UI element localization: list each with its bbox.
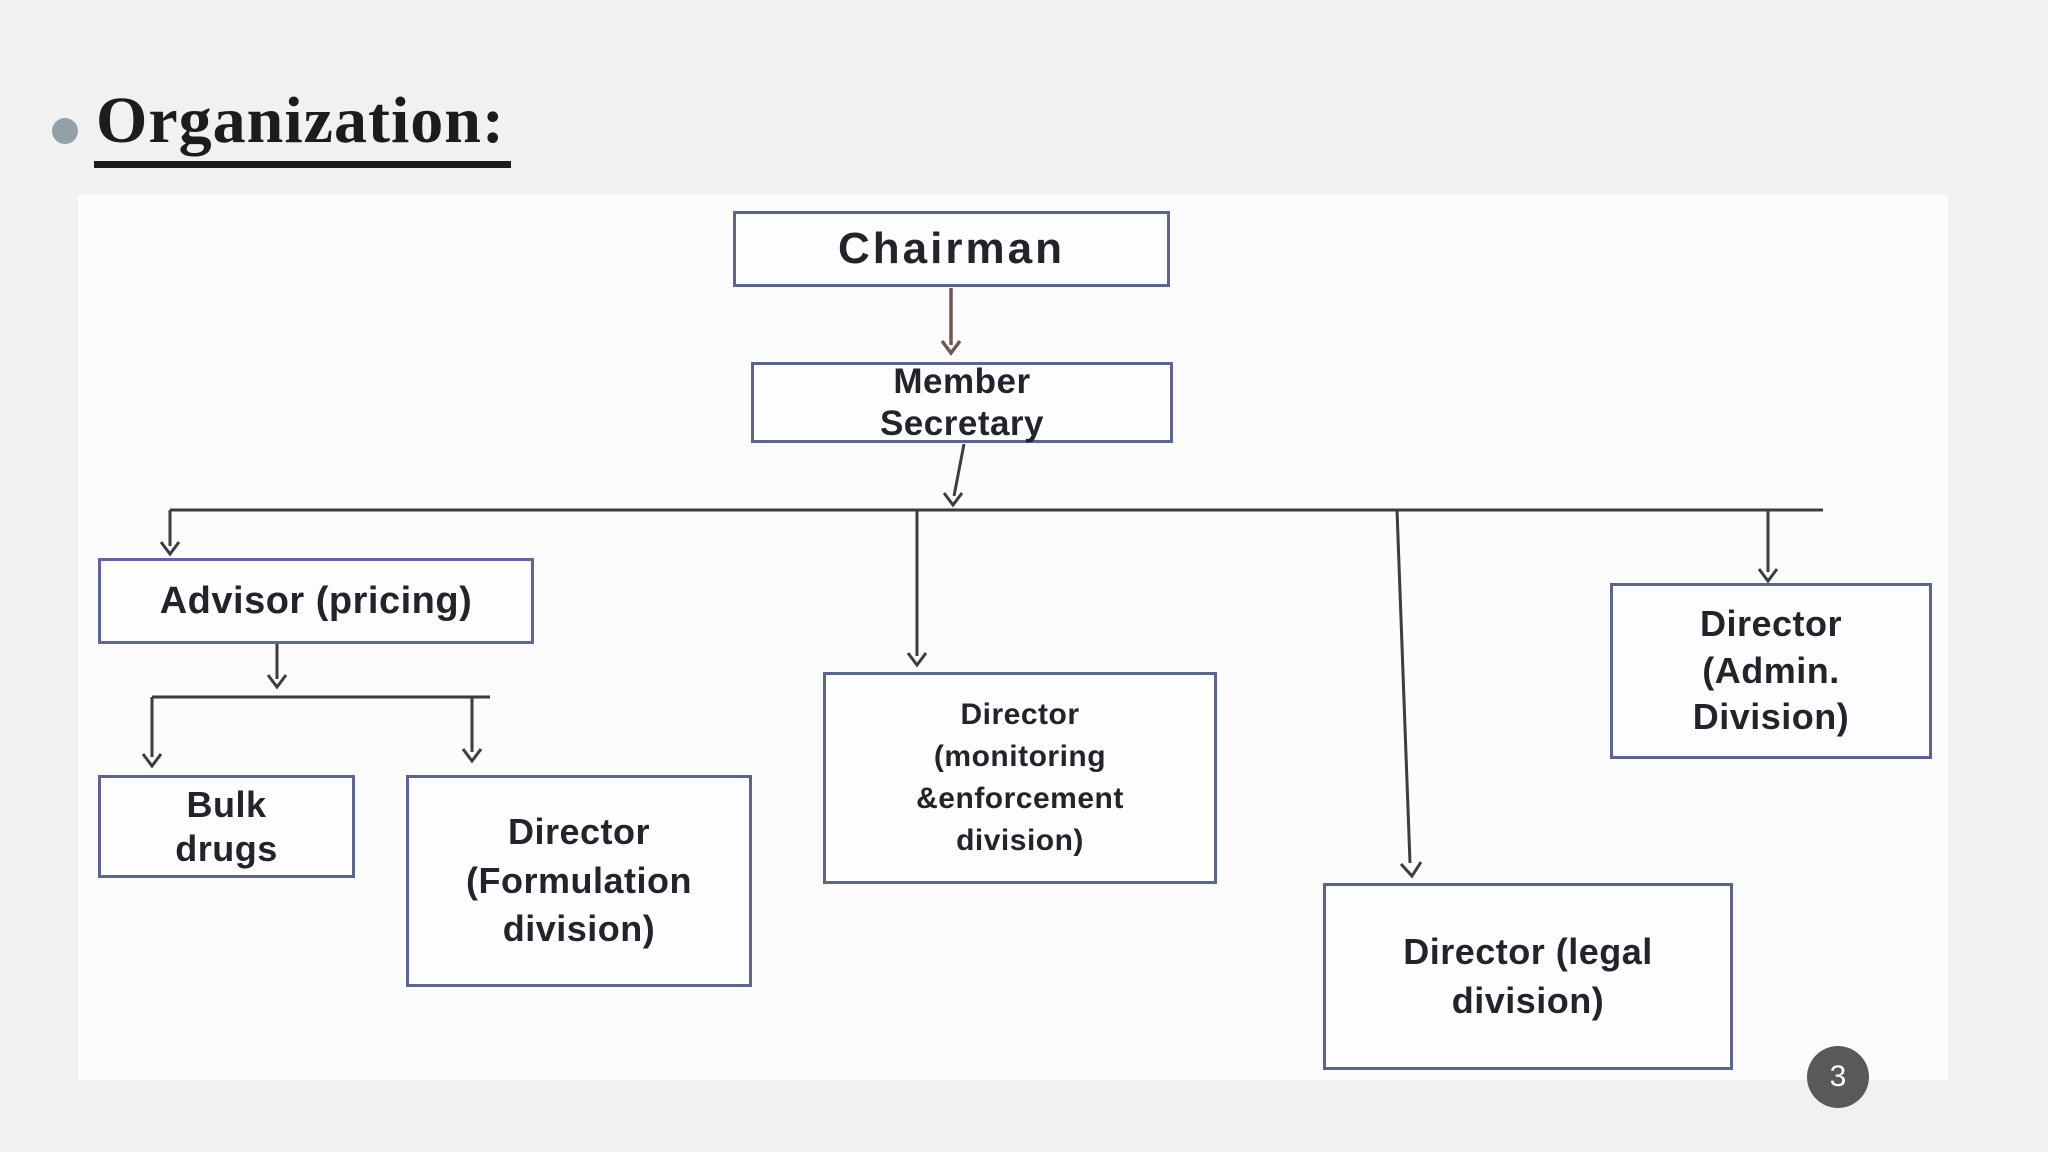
- connector-chairman-member: [940, 288, 962, 356]
- connector-hline-admin: [1757, 510, 1779, 584]
- node-director-legal: Director (legal division): [1323, 883, 1733, 1070]
- org-chart-canvas: Chairman Member Secretary Advisor (prici…: [78, 195, 1948, 1080]
- node-member-secretary: Member Secretary: [751, 362, 1173, 443]
- node-director-formulation: Director (Formulation division): [406, 775, 752, 987]
- bullet-icon: [52, 118, 78, 144]
- slide-title: Organization:: [52, 86, 511, 169]
- slide-number-text: 3: [1829, 1060, 1847, 1093]
- connector-subline-bulk: [141, 697, 163, 769]
- connector-member-hline: [170, 443, 1823, 512]
- node-advisor-pricing: Advisor (pricing): [98, 558, 534, 644]
- connector-hline-advisor: [159, 510, 181, 557]
- connector-subline-formulation: [461, 697, 483, 764]
- node-chairman: Chairman: [733, 211, 1170, 287]
- node-director-admin: Director (Admin. Division): [1610, 583, 1932, 759]
- node-director-monitoring-enforcement: Director (monitoring &enforcement divisi…: [823, 672, 1217, 884]
- connector-advisor-subline: [152, 644, 490, 699]
- slide-number-badge: 3: [1807, 1046, 1869, 1108]
- node-bulk-drugs: Bulk drugs: [98, 775, 355, 878]
- connector-hline-monitoring: [906, 510, 928, 668]
- page-title: Organization:: [94, 86, 511, 169]
- connector-hline-legal: [1395, 509, 1423, 879]
- org-chart-connectors: [141, 288, 1823, 879]
